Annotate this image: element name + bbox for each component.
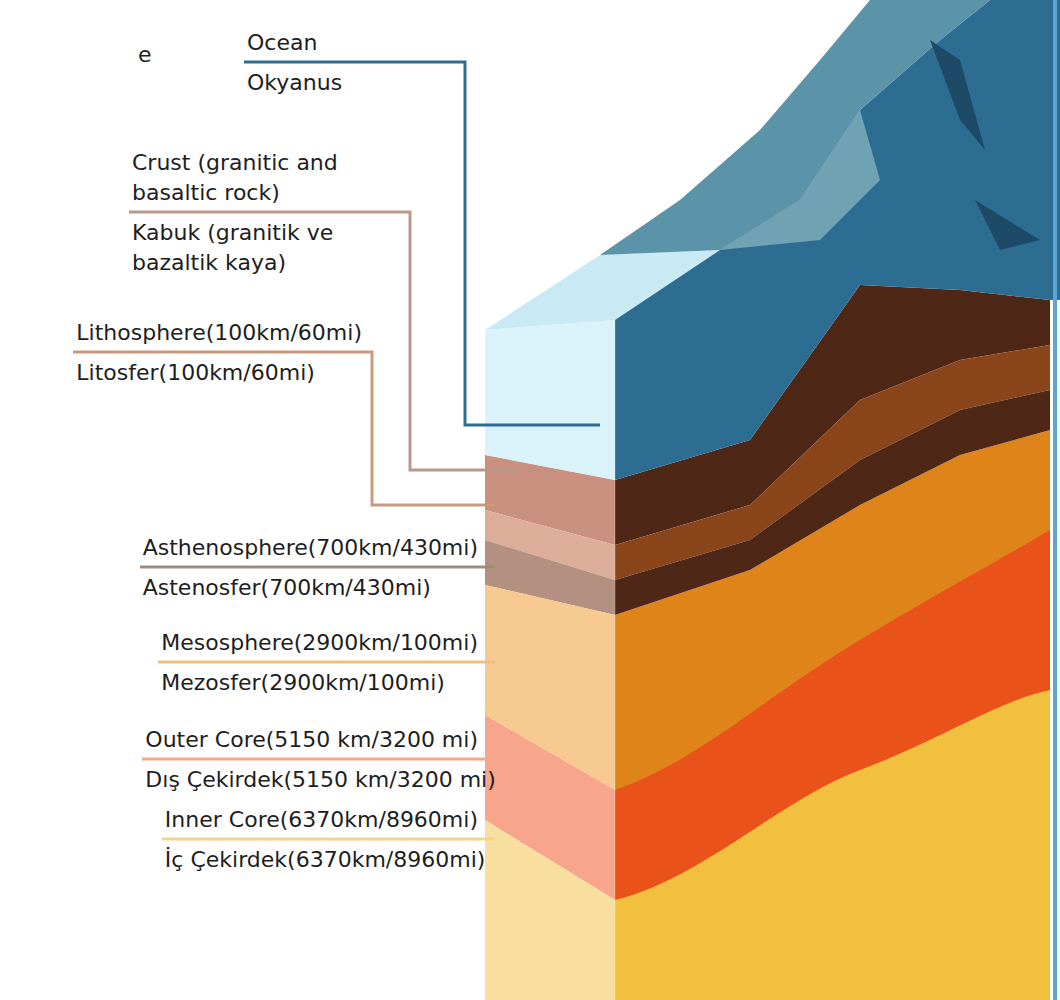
layer-label: Inner Core(6370km/8960mi) [165,805,478,835]
mountain-crevice [975,200,1040,250]
layer-label: Mezosfer(2900km/100mi) [161,668,445,698]
layer-label: e [138,40,152,70]
layer-label: Litosfer(100km/60mi) [76,358,315,388]
mountain-slope [600,0,990,255]
layer-label: Kabuk (granitik ve bazaltik kaya) [132,218,394,278]
layer-label: Okyanus [247,68,342,98]
mountain-crevice [930,40,985,150]
page-border [1053,0,1057,1000]
inner-core-side [485,820,615,1000]
leader-line [158,661,495,664]
layer-label: Astenosfer(700km/430mi) [143,573,431,603]
inner-core-front [615,690,1050,1000]
layer-label: İç Çekirdek(6370km/8960mi) [165,845,486,875]
layer-label: Dış Çekirdek(5150 km/3200 mi) [145,765,495,795]
ocean-side [485,320,615,480]
leader-line [140,566,495,569]
layer-label: Asthenosphere(700km/430mi) [143,533,478,563]
leader-line [162,838,495,841]
layer-label: Ocean [247,28,317,58]
layer-label: Crust (granitic and basaltic rock) [132,148,394,208]
outer-core-front [615,530,1050,1000]
leader-line [142,758,495,761]
leader-line [73,352,495,505]
layer-label: Mesosphere(2900km/100mi) [161,628,478,658]
mountain-ridge [720,110,880,250]
block-edge [615,320,616,1000]
layer-label: Lithosphere(100km/60mi) [76,318,362,348]
layer-label: Outer Core(5150 km/3200 mi) [145,725,478,755]
